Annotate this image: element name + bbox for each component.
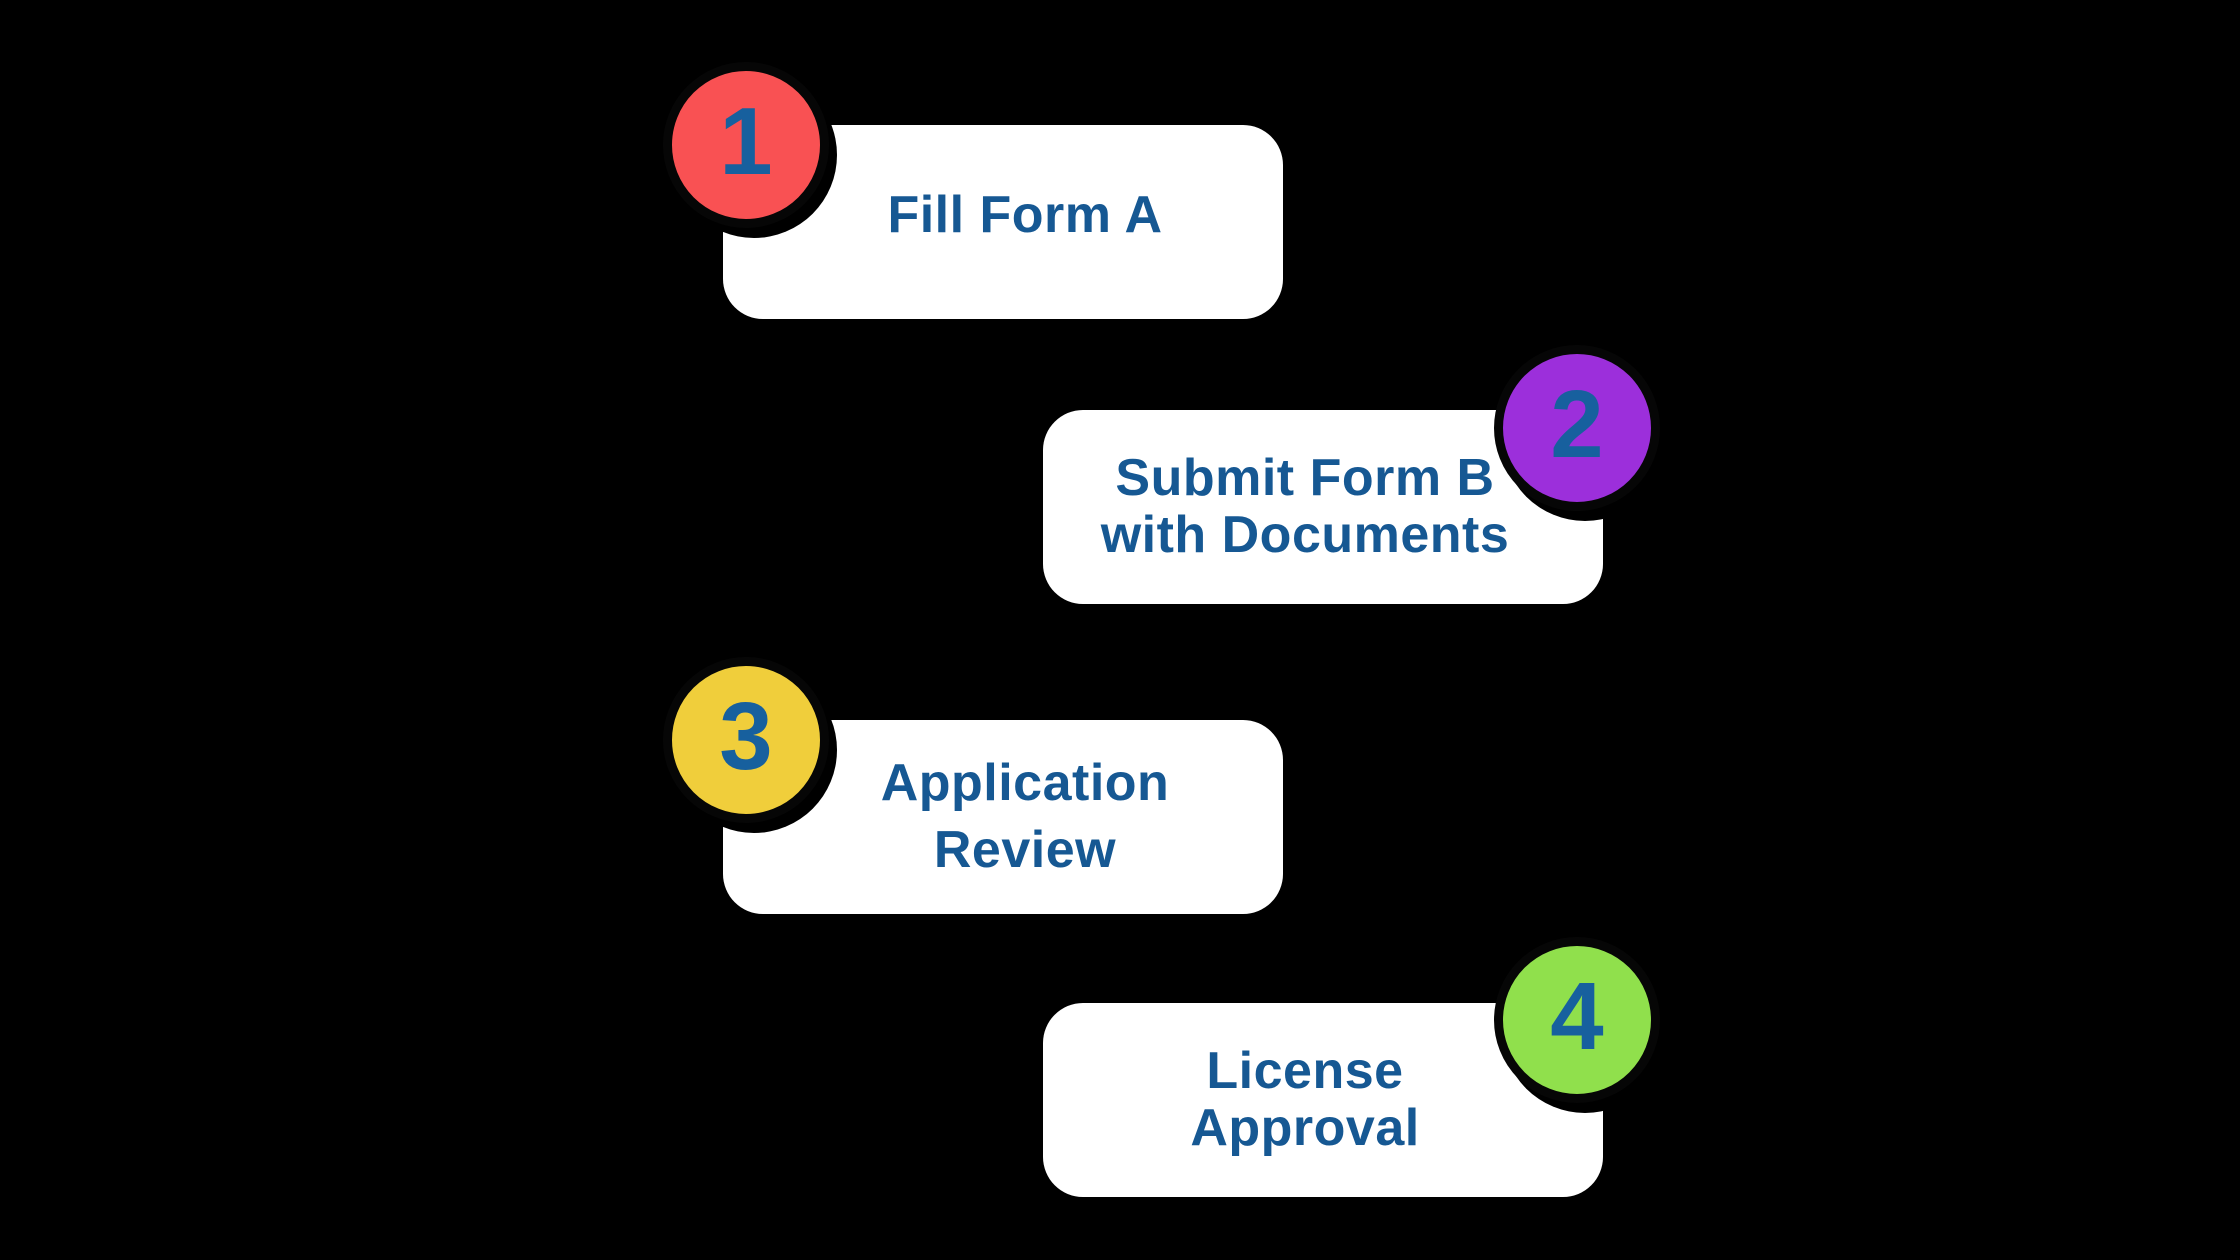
step-2-label: Submit Form B with Documents [1101,450,1546,564]
step-3-number-badge: 3 [663,657,829,823]
step-4-label: License Approval [1190,1043,1455,1157]
step-4-number: 4 [1550,963,1604,1070]
label-line: License [1206,1042,1404,1100]
label-line: Submit Form B [1115,449,1495,507]
step-3-card: Application Review [723,720,1283,914]
step-2-number-badge: 2 [1494,345,1660,511]
step-1-label: Fill Form A [843,185,1163,258]
step-1-number: 1 [719,88,773,195]
step-1-card: Fill Form A [723,125,1283,319]
label-line: with Documents [1100,506,1510,564]
step-4-card: License Approval [1043,1003,1603,1197]
label-line: Review [933,821,1117,879]
label-line: Fill Form A [887,185,1163,244]
step-2-number: 2 [1550,371,1604,478]
step-2-card: Submit Form B with Documents [1043,410,1603,604]
step-4-number-badge: 4 [1494,937,1660,1103]
step-1-number-badge: 1 [663,62,829,228]
label-line: Approval [1190,1099,1420,1157]
step-3-number: 3 [719,683,773,790]
step-3-label: Application Review [837,750,1170,884]
label-line: Application [880,754,1170,812]
